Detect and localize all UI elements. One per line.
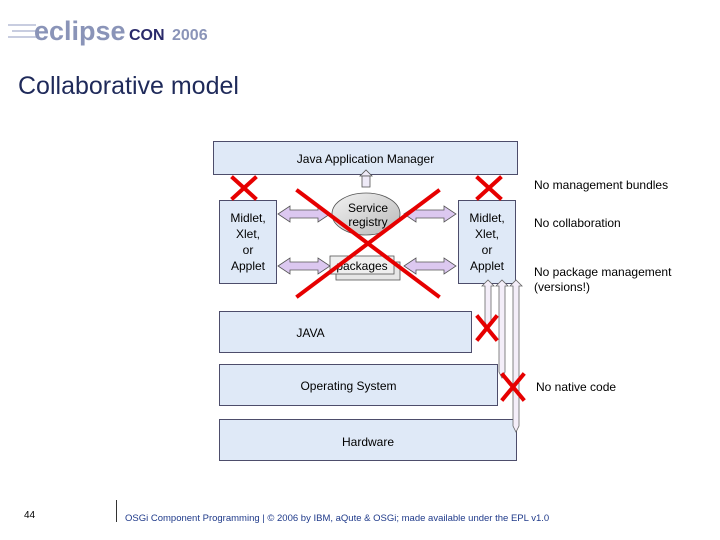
midlet-right-line-2: Xlet, bbox=[474, 227, 499, 241]
right-vertical-connector-2 bbox=[495, 279, 509, 379]
midlet-left-line-3: or bbox=[242, 243, 254, 257]
midlet-left-line-1: Midlet, bbox=[230, 211, 266, 225]
right-vertical-connector-3 bbox=[509, 279, 523, 433]
cross-native-icon bbox=[500, 372, 526, 402]
logo-speed-lines bbox=[8, 24, 38, 38]
logo-con-text: CON bbox=[129, 27, 165, 44]
slide-title: Collaborative model bbox=[18, 72, 239, 100]
slide-number: 44 bbox=[24, 510, 36, 521]
footer-text: OSGi Component Programming | © 2006 by I… bbox=[125, 513, 550, 524]
cross-jam-right-icon bbox=[475, 175, 503, 201]
operating-system-box: Operating System bbox=[219, 364, 498, 406]
midlet-left-line-2: Xlet, bbox=[235, 227, 260, 241]
java-label: JAVA bbox=[296, 326, 325, 340]
java-application-manager-label: Java Application Manager bbox=[296, 152, 435, 166]
midlet-left-label: Midlet, Xlet, or Applet bbox=[219, 210, 277, 274]
midlet-right-line-3: or bbox=[481, 243, 493, 257]
jam-vertical-arrow bbox=[359, 169, 373, 188]
left-packages-arrow bbox=[277, 257, 331, 275]
operating-system-label: Operating System bbox=[300, 379, 397, 393]
footer-divider bbox=[116, 500, 117, 522]
logo-year-text: 2006 bbox=[172, 27, 208, 44]
midlet-right-line-4: Applet bbox=[469, 259, 505, 273]
packages-label: packages bbox=[336, 259, 387, 273]
note-no-management: No management bundles bbox=[534, 178, 669, 192]
note-no-collaboration: No collaboration bbox=[534, 216, 621, 230]
note-no-package-management: No package management (versions!) bbox=[534, 265, 671, 295]
note-no-package-management-line-2: (versions!) bbox=[534, 280, 591, 294]
midlet-left-line-4: Applet bbox=[230, 259, 266, 273]
eclipsecon-logo: eclipse CON 2006 bbox=[8, 10, 248, 54]
java-box: JAVA bbox=[219, 311, 472, 353]
cross-java-icon bbox=[475, 314, 499, 342]
midlet-right-box bbox=[458, 200, 516, 284]
hardware-label: Hardware bbox=[341, 435, 395, 449]
midlet-right-label: Midlet, Xlet, or Applet bbox=[458, 210, 516, 274]
cross-jam-left-icon bbox=[230, 175, 258, 201]
note-no-package-management-line-1: No package management bbox=[534, 265, 672, 279]
java-application-manager-box: Java Application Manager bbox=[213, 141, 518, 175]
right-packages-arrow bbox=[403, 257, 457, 275]
midlet-right-line-1: Midlet, bbox=[469, 211, 505, 225]
midlet-left-box bbox=[219, 200, 277, 284]
service-registry-line-1: Service bbox=[348, 201, 388, 215]
logo-eclipse-text: eclipse bbox=[34, 16, 126, 46]
cross-registry-icon bbox=[295, 188, 441, 299]
note-no-native-code: No native code bbox=[536, 380, 617, 394]
service-registry-line-2: registry bbox=[348, 215, 387, 229]
hardware-box: Hardware bbox=[219, 419, 517, 461]
